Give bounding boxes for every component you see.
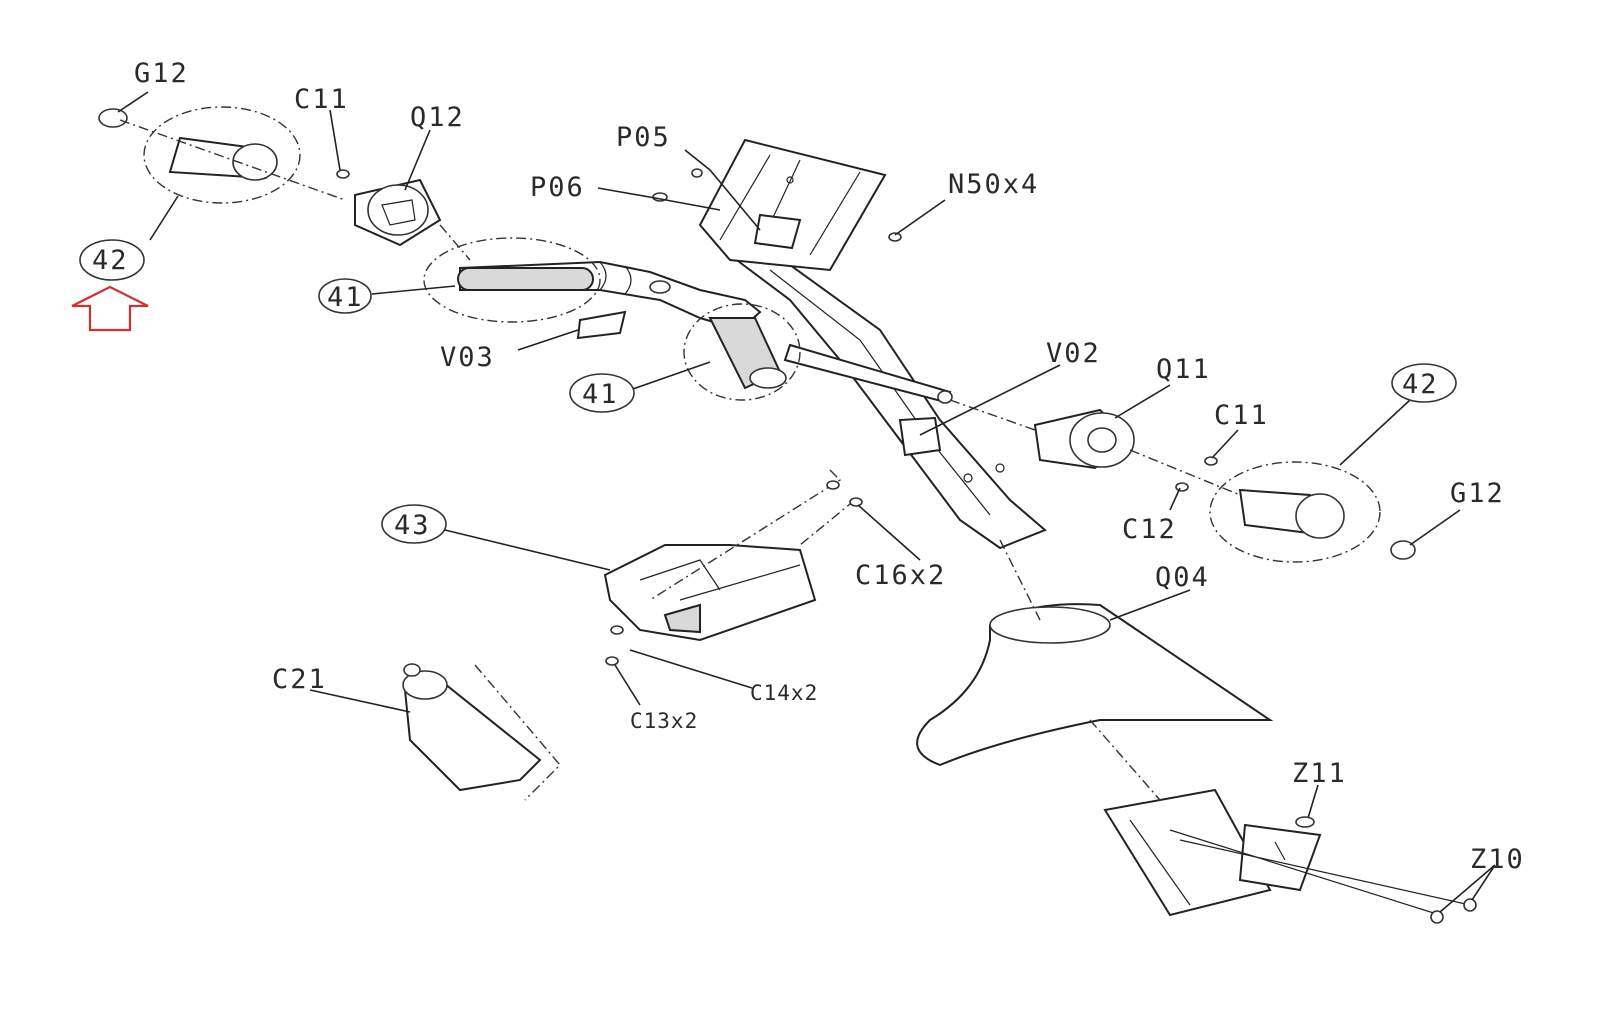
label-42-left: 42 bbox=[92, 245, 129, 276]
callout-rings bbox=[79, 239, 1457, 544]
leader-lines bbox=[117, 91, 1496, 913]
label-c14: C14x2 bbox=[750, 681, 818, 705]
label-c11-right: C11 bbox=[1214, 400, 1269, 431]
bar-end-left bbox=[98, 106, 301, 204]
label-n50: N50x4 bbox=[948, 169, 1039, 200]
label-v03: V03 bbox=[440, 342, 495, 373]
up-arrow-icon bbox=[71, 285, 149, 332]
label-41-bottom: 41 bbox=[582, 379, 619, 410]
label-c16: C16x2 bbox=[855, 560, 946, 591]
console-mast bbox=[729, 254, 1047, 550]
label-c11-left: C11 bbox=[294, 84, 349, 115]
lower-bracket bbox=[1103, 788, 1477, 924]
fasteners bbox=[336, 168, 1218, 666]
label-p06: P06 bbox=[530, 172, 585, 203]
label-c21: C21 bbox=[272, 664, 327, 695]
end-cap-left bbox=[354, 178, 442, 247]
label-c13: C13x2 bbox=[630, 709, 698, 733]
end-cap-right bbox=[1033, 408, 1135, 470]
label-c12: C12 bbox=[1122, 514, 1177, 545]
bottle-holder bbox=[603, 544, 817, 642]
grip-center bbox=[683, 303, 801, 401]
label-q11: Q11 bbox=[1156, 354, 1211, 385]
base-shroud bbox=[916, 603, 1274, 767]
top-bracket bbox=[698, 138, 887, 272]
water-bottle bbox=[402, 663, 561, 801]
label-43: 43 bbox=[394, 510, 431, 541]
bar-end-right bbox=[1209, 461, 1416, 563]
label-z10: Z10 bbox=[1470, 844, 1525, 875]
label-42-right: 42 bbox=[1402, 369, 1439, 400]
grip-left bbox=[423, 237, 601, 323]
label-q12: Q12 bbox=[410, 102, 465, 133]
label-g12-left: G12 bbox=[134, 58, 189, 89]
label-q04: Q04 bbox=[1155, 562, 1210, 593]
label-z11: Z11 bbox=[1292, 758, 1347, 789]
center-lines bbox=[119, 119, 1241, 801]
part-labels: G12 C11 Q12 P05 P06 N50x4 42 41 V03 41 V… bbox=[92, 58, 1525, 875]
label-p05: P05 bbox=[616, 122, 671, 153]
label-v02: V02 bbox=[1046, 338, 1101, 369]
label-g12-right: G12 bbox=[1450, 478, 1505, 509]
label-41-top: 41 bbox=[327, 282, 364, 313]
